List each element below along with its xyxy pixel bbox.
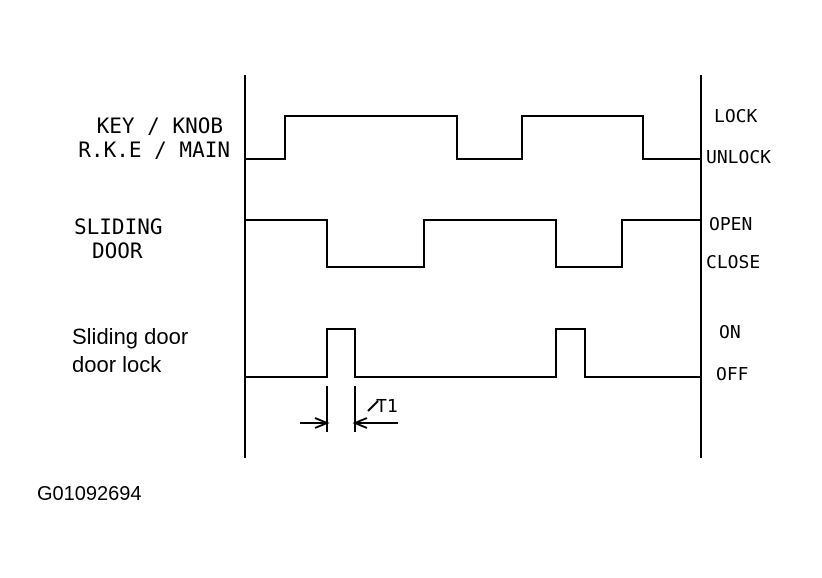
sliding-door-label-line1: SLIDING bbox=[74, 215, 163, 239]
door-lock-low-state: OFF bbox=[716, 364, 749, 385]
door-lock-high-state: ON bbox=[719, 322, 741, 343]
t1-leader-line bbox=[367, 400, 379, 412]
key-knob-low-state: UNLOCK bbox=[706, 147, 771, 168]
sliding-door-label-line2: DOOR bbox=[92, 239, 143, 263]
door-lock-label-line1: Sliding door bbox=[72, 324, 188, 349]
key-knob-waveform bbox=[245, 115, 701, 160]
t1-arrowhead-left bbox=[314, 417, 330, 429]
figure-code: G01092694 bbox=[37, 483, 142, 505]
door-lock-waveform bbox=[245, 328, 701, 378]
t1-arrowhead-right bbox=[352, 417, 368, 429]
sliding-door-waveform bbox=[245, 219, 701, 268]
door-lock-label-line2: door lock bbox=[72, 352, 162, 377]
key-knob-label-line2: R.K.E / MAIN bbox=[78, 138, 230, 162]
sliding-door-low-state: CLOSE bbox=[706, 252, 760, 273]
t1-label: T1 bbox=[376, 396, 398, 417]
key-knob-label-line1: KEY / KNOB bbox=[97, 114, 223, 138]
key-knob-high-state: LOCK bbox=[714, 106, 758, 127]
sliding-door-high-state: OPEN bbox=[709, 214, 752, 235]
t1-dimension-marker: T1 bbox=[300, 386, 398, 432]
